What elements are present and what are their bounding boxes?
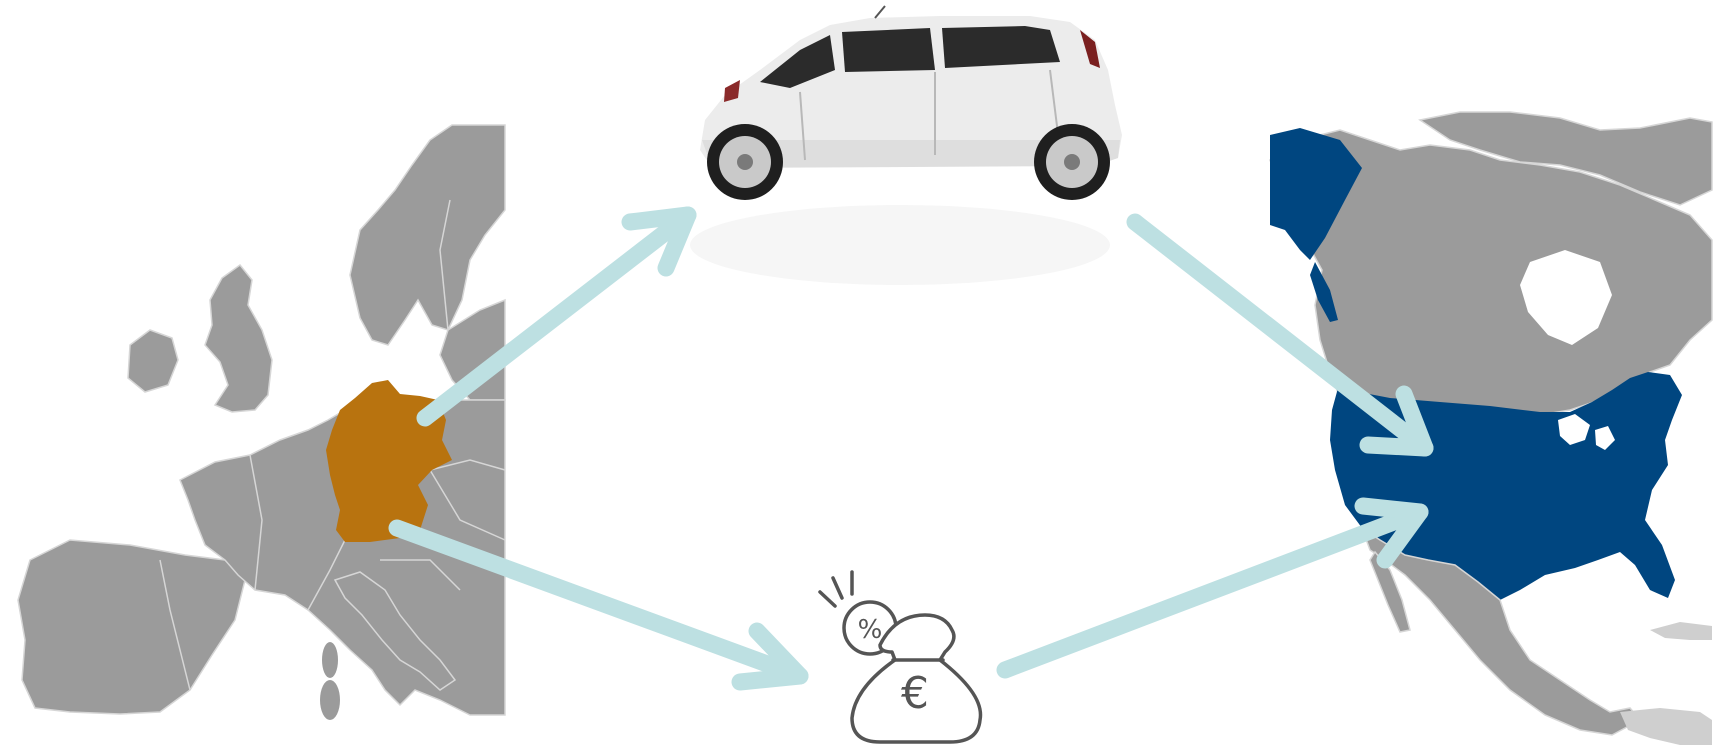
car-reflection bbox=[690, 205, 1110, 285]
caribbean-islands bbox=[1650, 622, 1712, 640]
great-britain bbox=[205, 265, 272, 412]
central-america bbox=[1620, 708, 1712, 745]
iberian-peninsula bbox=[18, 540, 245, 714]
sparkle-line bbox=[820, 592, 835, 606]
euro-symbol: € bbox=[901, 668, 929, 719]
car-antenna bbox=[875, 6, 885, 18]
electric-car bbox=[690, 6, 1122, 285]
ireland bbox=[128, 330, 178, 392]
front-wheel bbox=[707, 124, 783, 200]
arrow-money-to-usa bbox=[1005, 506, 1420, 670]
corsica bbox=[322, 642, 338, 678]
north-america-map bbox=[1270, 112, 1712, 745]
percent-symbol: % bbox=[858, 615, 883, 645]
flow-arrows bbox=[397, 215, 1425, 682]
car-rear-window bbox=[942, 26, 1060, 68]
car-front-window bbox=[842, 28, 935, 72]
rear-wheel bbox=[1034, 124, 1110, 200]
sardinia bbox=[320, 680, 340, 720]
sparkle-line bbox=[833, 578, 842, 598]
